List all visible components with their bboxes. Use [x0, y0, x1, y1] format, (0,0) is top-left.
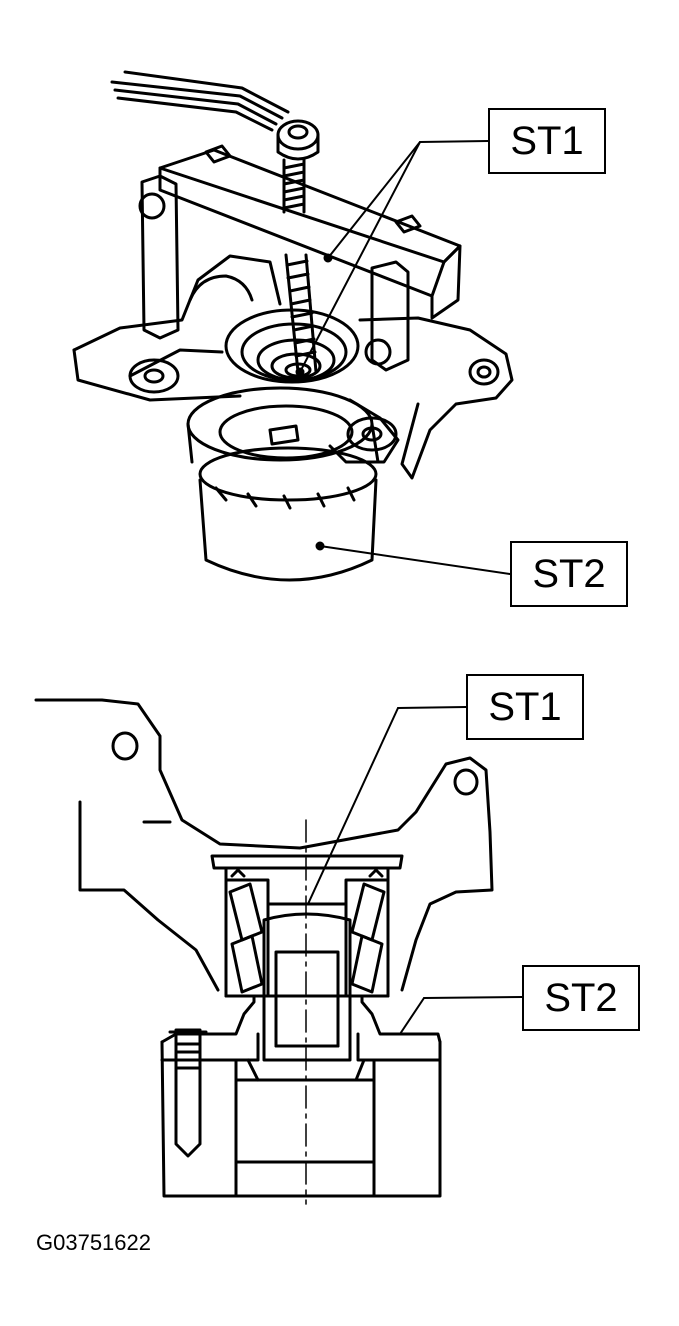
press-piece: [262, 912, 352, 1062]
top-leaders: [299, 140, 511, 575]
bottom-leaders: [307, 706, 523, 1035]
callout-st2-bottom: ST2: [522, 965, 640, 1031]
callout-st1-bottom: ST1: [466, 674, 584, 740]
callout-st2-top: ST2: [510, 541, 628, 607]
leader-dot: [323, 253, 333, 263]
receiver-cylinder: [186, 386, 380, 582]
leader-dot: [315, 541, 325, 551]
bearing-section: [210, 854, 404, 998]
bolt-head: [276, 119, 320, 161]
callout-st1-top: ST1: [488, 108, 606, 174]
tool-handle: [110, 70, 290, 132]
receiver-base: [160, 994, 442, 1198]
leader-dot: [295, 367, 305, 377]
top-illustration: [72, 70, 514, 582]
knuckle-section: [34, 698, 494, 992]
steering-knuckle: [72, 254, 514, 480]
figure-code: G03751622: [36, 1230, 151, 1255]
tool-legs: [138, 174, 410, 372]
top-bearing: [224, 308, 360, 384]
hub-bolt: [168, 1028, 208, 1158]
bottom-illustration: [34, 698, 523, 1205]
